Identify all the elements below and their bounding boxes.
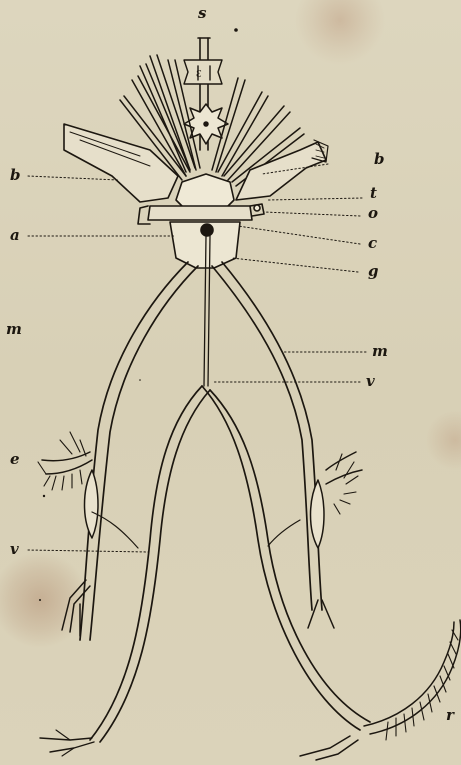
label-v-left: v: [10, 542, 19, 557]
label-b-right: b: [374, 152, 385, 167]
label-o: o: [368, 206, 378, 221]
upper-ganglion: Ɛ: [184, 60, 222, 84]
label-t: t: [370, 186, 377, 201]
label-s: s: [198, 6, 206, 21]
label-g: g: [368, 264, 379, 279]
left-terminal-branches: [40, 730, 94, 756]
label-v-right: v: [366, 374, 375, 389]
svg-text:Ɛ: Ɛ: [196, 70, 202, 80]
label-a: a: [10, 228, 20, 243]
label-b-left: b: [10, 168, 21, 183]
label-c: c: [368, 236, 377, 251]
label-r: r: [446, 708, 454, 723]
main-nerve-cords: [80, 262, 370, 742]
label-e: e: [10, 452, 20, 467]
right-comb-appendage: [300, 620, 461, 760]
label-m-right: m: [372, 344, 388, 359]
label-m-left: m: [6, 322, 22, 337]
